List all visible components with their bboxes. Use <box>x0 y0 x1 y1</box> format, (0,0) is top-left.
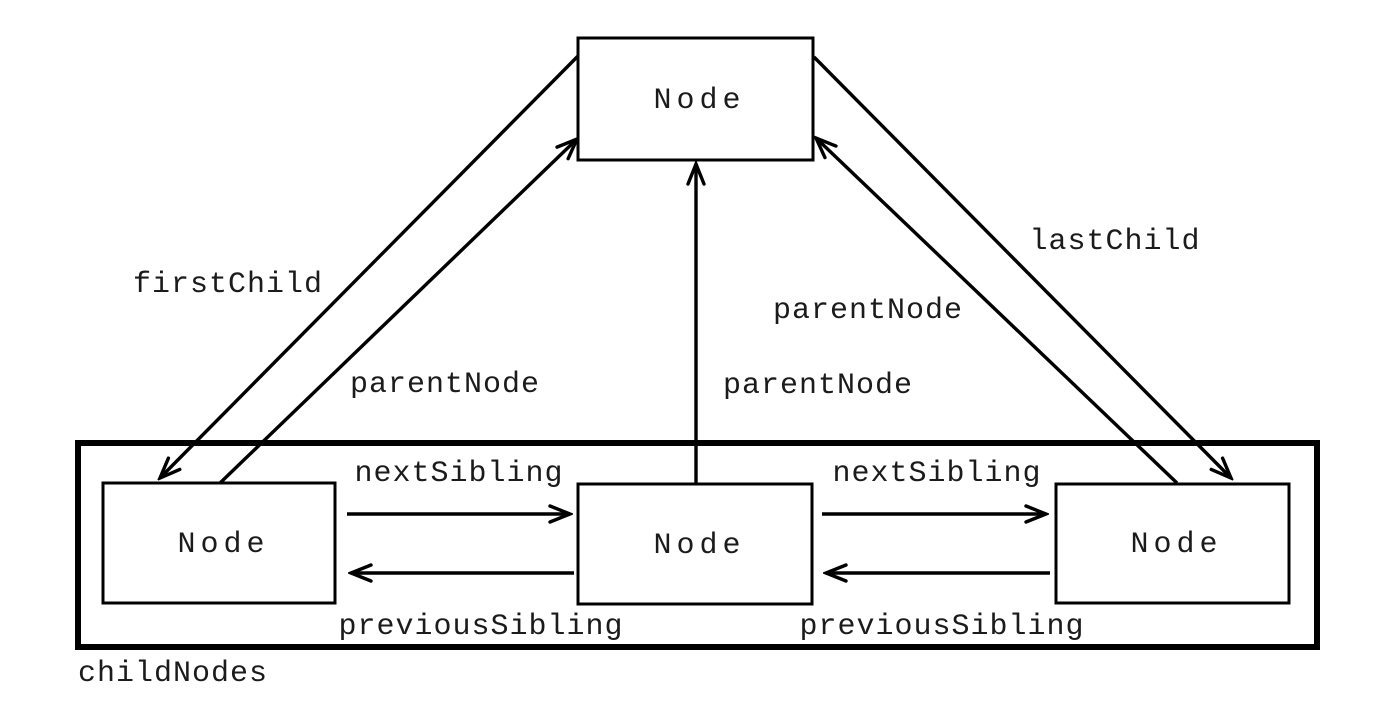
parentnode-label-right: parentNode <box>772 294 964 328</box>
nextsibling-label-left: nextSibling <box>354 457 564 491</box>
firstchild-label: firstChild <box>132 268 324 302</box>
parent-node-box <box>576 36 815 162</box>
lastchild-label: lastChild <box>1029 225 1201 259</box>
parentnode-label-left: parentNode <box>349 368 541 402</box>
child-node-3-label: Node <box>1130 528 1223 562</box>
previoussibling-label-left: previousSibling <box>338 610 624 644</box>
parentnode-arrow-left <box>218 139 577 485</box>
nextsibling-label-right: nextSibling <box>832 457 1042 491</box>
child-node-3-box <box>1054 482 1291 605</box>
child-node-1-box <box>101 481 337 605</box>
lastchild-arrow <box>812 55 1231 478</box>
previoussibling-label-right: previousSibling <box>799 610 1085 644</box>
firstchild-arrow <box>160 54 580 478</box>
parentnode-label-middle: parentNode <box>722 369 914 403</box>
parentnode-arrow-right <box>816 138 1179 485</box>
parent-node-label: Node <box>653 84 746 118</box>
child-node-1-label: Node <box>177 528 270 562</box>
child-node-2-label: Node <box>653 529 746 563</box>
childnodes-container-label: childNodes <box>78 657 269 691</box>
